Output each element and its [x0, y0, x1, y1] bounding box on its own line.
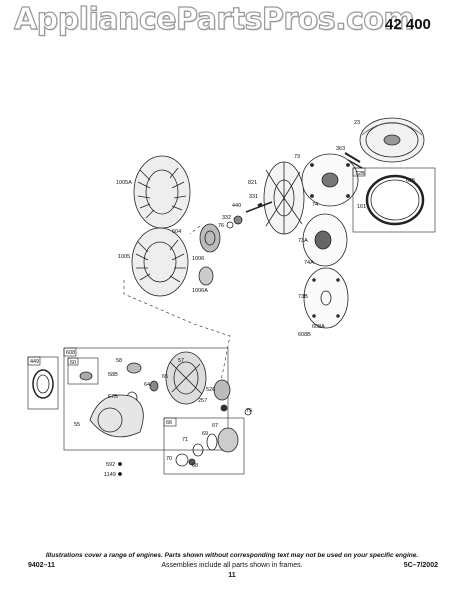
label-608: 608 — [66, 350, 75, 356]
label-604: 604 — [172, 229, 181, 235]
label-55: 55 — [74, 422, 80, 428]
label-74: 74 — [312, 202, 318, 208]
label-449: 449 — [30, 359, 39, 365]
label-161: 161 — [357, 204, 366, 210]
footer-row: 9402–11 Assemblies include all parts sho… — [0, 562, 464, 572]
label-821: 821 — [248, 180, 257, 186]
label-592: 592 — [106, 462, 115, 468]
label-69: 69 — [202, 431, 208, 437]
site-watermark: AppliancePartsPros.com — [13, 1, 415, 37]
disclaimer-note: Illustrations cover a range of engines. … — [45, 552, 419, 559]
fan-1005a — [133, 155, 191, 229]
label-363: 363 — [336, 146, 345, 152]
label-74a: 74A — [304, 260, 314, 266]
frame-66 — [163, 417, 245, 475]
shaft-331 — [245, 201, 273, 213]
label-76: 76 — [218, 223, 224, 229]
label-1006: 1006 — [192, 256, 204, 262]
label-70: 70 — [166, 456, 172, 462]
label-58b: 58B — [108, 372, 118, 378]
label-65: 65 — [162, 374, 168, 380]
label-60: 60 — [70, 360, 76, 366]
frame-449 — [27, 356, 59, 410]
part-labels: 23 73 363 72B 695 161 1005A 821 331 440 … — [30, 120, 415, 478]
label-332: 332 — [222, 215, 231, 221]
label-66: 66 — [166, 420, 172, 426]
label-1005a: 1005A — [116, 180, 132, 186]
backplate-73a — [302, 213, 348, 267]
label-73b: 73B — [298, 294, 308, 300]
label-67: 67 — [212, 423, 218, 429]
clutch-1006 — [199, 223, 221, 253]
flywheel-23 — [359, 117, 425, 163]
page-number: 11 — [228, 572, 236, 579]
label-73: 73 — [294, 154, 300, 160]
label-1005: 1005 — [118, 254, 130, 260]
backplate-73 — [301, 153, 359, 207]
flywheel-821 — [263, 161, 305, 235]
revision-date: 5C–7/2002 — [403, 562, 438, 569]
part-1006a — [198, 266, 214, 286]
label-1149: 1149 — [104, 472, 116, 478]
doc-code: 9402–11 — [28, 562, 55, 569]
leader-lines — [123, 225, 231, 387]
label-57: 57 — [178, 358, 184, 364]
label-75: 75 — [246, 408, 252, 414]
label-23: 23 — [354, 120, 360, 126]
label-608a: 608A — [312, 324, 325, 330]
label-67b: 67B — [108, 394, 118, 400]
bolt-363 — [344, 152, 363, 169]
label-64: 64 — [144, 382, 150, 388]
label-608b: 608B — [298, 332, 311, 338]
frame-608 — [63, 347, 229, 451]
model-number: 42 400 — [385, 16, 431, 33]
assemblies-note: Assemblies include all parts shown in fr… — [161, 562, 303, 569]
label-440: 440 — [232, 203, 241, 209]
fan-1005 — [131, 227, 189, 297]
label-526: 526 — [206, 387, 215, 393]
starter-assembly — [89, 351, 252, 476]
label-72b: 72B — [355, 171, 365, 177]
label-73a: 73A — [298, 238, 308, 244]
label-695: 695 — [406, 178, 415, 184]
label-1006a: 1006A — [192, 288, 208, 294]
label-331: 331 — [249, 194, 258, 200]
nut-332 — [226, 215, 243, 229]
label-58: 58 — [116, 358, 122, 364]
label-71: 71 — [182, 437, 188, 443]
label-68: 68 — [192, 463, 198, 469]
label-257: 257 — [198, 398, 207, 404]
frame-72b — [352, 167, 436, 233]
backplate-73b — [303, 267, 349, 329]
